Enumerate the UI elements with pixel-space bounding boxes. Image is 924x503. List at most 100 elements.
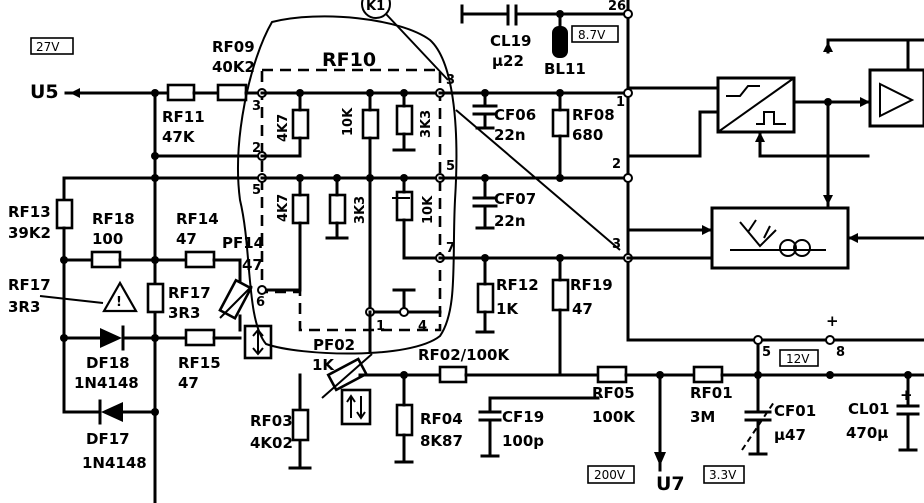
label-rf17a-ref: RF17	[8, 276, 51, 294]
label-cf07-ref: CF07	[494, 190, 536, 208]
label-4k7a: 4K7	[276, 114, 291, 142]
arrow	[848, 233, 858, 243]
wire-osc-in	[626, 228, 714, 260]
tag-33v-box	[703, 465, 745, 484]
label-cl01-plus: +	[900, 386, 913, 404]
tag-27v: 27V	[36, 40, 60, 54]
resistor-3k3b	[328, 193, 347, 225]
label-10k: 10K	[341, 107, 356, 136]
potentiometer-pf14	[218, 278, 253, 320]
pin-label: 6	[256, 295, 265, 310]
label-df17-val: 1N4148	[82, 454, 147, 472]
label-rf17a-val: 3R3	[8, 298, 40, 316]
junction	[826, 371, 834, 379]
label-cf06-ref: CF06	[494, 106, 536, 124]
net-u7: U7	[656, 473, 685, 495]
junction	[333, 174, 341, 182]
resistor-rf17	[146, 282, 165, 314]
tag-33v: 3.3V	[709, 468, 737, 482]
label-3k3b: 3K3	[353, 196, 368, 224]
wire-rf12	[475, 256, 495, 334]
label-df17-ref: DF17	[86, 430, 130, 448]
wire-pin2-comp	[626, 110, 720, 158]
label-rf11-ref: RF11	[162, 108, 205, 126]
pin-2-ic	[623, 173, 633, 183]
junction	[366, 174, 374, 182]
label-rf02: RF02/100K	[418, 346, 510, 364]
label-rf18-val: 100	[92, 230, 123, 248]
label-rf18-ref: RF18	[92, 210, 135, 228]
arrow-u5	[70, 88, 80, 98]
amplifier-block	[868, 68, 924, 128]
label-rf09-ref: RF09	[212, 38, 255, 56]
wire-ic-column	[626, 0, 924, 342]
junction	[556, 89, 564, 97]
label-cf01-val: µ47	[774, 426, 806, 444]
oscillator-symbol	[730, 219, 826, 251]
label-rf17b-ref: RF17	[168, 284, 211, 302]
label-bl11: BL11	[544, 60, 586, 78]
label-cl01-ref: CL01	[848, 400, 889, 418]
label-rf12-ref: RF12	[496, 276, 539, 294]
pin-label: 5	[446, 159, 455, 174]
tag-200v-box	[587, 465, 635, 484]
pin-8	[825, 335, 835, 345]
comparator-symbol	[717, 77, 795, 133]
label-rf15-ref: RF15	[178, 354, 221, 372]
label-pf02-ref: PF02	[313, 336, 355, 354]
label-cl19-val: µ22	[492, 52, 524, 70]
label-rf19-ref: RF19	[570, 276, 613, 294]
junction	[904, 371, 912, 379]
junction	[556, 174, 564, 182]
junction	[151, 89, 159, 97]
label-rf03-ref: RF03	[250, 412, 293, 430]
capacitor-cf01	[744, 373, 772, 456]
arrow	[823, 195, 833, 205]
resistor-rf02	[438, 365, 468, 384]
capacitor-cl01	[896, 373, 920, 452]
pin-5-ic	[753, 335, 763, 345]
label-rf01-ref: RF01	[690, 384, 733, 402]
label-rf01-val: 3M	[690, 408, 715, 426]
junction	[296, 174, 304, 182]
label-cf19-ref: CF19	[502, 408, 544, 426]
wire-amp-top	[826, 38, 924, 72]
pf02-arrow	[321, 353, 373, 399]
tag-87v: 8.7V	[578, 28, 606, 42]
label-rf09-val: 40K2	[212, 58, 255, 76]
module-rf10-hand-outline	[237, 15, 458, 355]
net-plus: +	[826, 312, 839, 330]
pin-label: 1	[376, 319, 385, 334]
label-df18-ref: DF18	[86, 354, 130, 372]
warning-mark: !	[116, 295, 122, 310]
pin-6	[257, 285, 267, 295]
pf14-arrow	[219, 285, 253, 319]
label-10kb: 10K	[421, 195, 436, 224]
wire-rf04	[394, 373, 414, 464]
pin-1-ic	[623, 88, 633, 98]
junction	[151, 152, 159, 160]
pin-label: 5	[762, 345, 771, 360]
junction	[481, 254, 489, 262]
capacitor-cf07	[472, 176, 498, 230]
label-rf05-val: 100K	[592, 408, 636, 426]
label-rf12-val: 1K	[496, 300, 519, 318]
junction	[400, 174, 408, 182]
resistor-rf13	[55, 198, 74, 230]
label-rf14-val: 47	[176, 230, 197, 248]
pin-label: 1	[616, 95, 625, 110]
junction	[481, 174, 489, 182]
label-rf03-val: 4K02	[250, 434, 293, 452]
k1-leader	[385, 13, 621, 251]
updown-arrows-icon	[346, 394, 366, 420]
resistor-rf14	[184, 250, 216, 269]
capacitor-cf19	[478, 396, 600, 458]
label-cf01-ref: CF01	[774, 402, 816, 420]
resistor-rf03	[291, 408, 310, 442]
module-rf10-label: RF10	[322, 49, 376, 71]
label-df18-val: 1N4148	[74, 374, 139, 392]
wire-comp-feedback	[758, 130, 870, 158]
resistor-4k7b	[291, 193, 310, 225]
diode-df18	[100, 328, 122, 348]
